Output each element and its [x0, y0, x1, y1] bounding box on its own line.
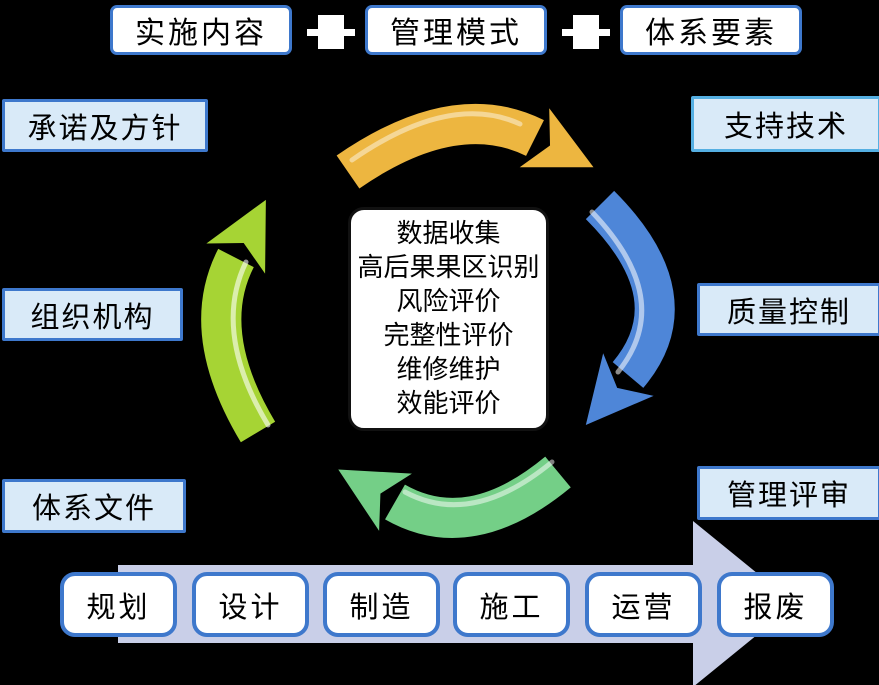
- stage-label: 规划: [86, 591, 151, 624]
- stage-manufacturing: 制造: [323, 572, 440, 637]
- stage-decommission: 报废: [717, 572, 834, 637]
- stage-label: 运营: [611, 591, 676, 624]
- formula-box-implementation: 实施内容: [110, 5, 292, 55]
- cycle-arrow-right: [585, 190, 675, 426]
- plus-icon-horizontal-bar: [307, 29, 355, 36]
- left-label-commitment-policy: 承诺及方针: [2, 99, 208, 152]
- side-label-text: 支持技术: [723, 111, 848, 143]
- left-label-organization: 组织机构: [2, 288, 183, 341]
- center-line: 高后果果区识别: [357, 253, 540, 282]
- side-label-text: 管理评审: [726, 480, 851, 512]
- stage-design: 设计: [192, 572, 309, 637]
- cycle-arrow-top: [336, 104, 594, 189]
- stage-planning: 规划: [60, 572, 177, 637]
- formula-box-label: 体系要素: [645, 17, 777, 50]
- center-line: 数据收集: [396, 219, 501, 248]
- side-label-text: 质量控制: [726, 296, 851, 329]
- formula-box-label: 管理模式: [390, 17, 522, 50]
- right-label-management-review: 管理评审: [697, 466, 879, 520]
- stage-label: 设计: [218, 591, 283, 624]
- center-line: 完整性评价: [383, 321, 514, 350]
- stage-construction: 施工: [453, 572, 570, 637]
- stage-label: 施工: [479, 591, 544, 624]
- center-line: 风险评价: [396, 287, 501, 316]
- center-process-box: 数据收集 高后果果区识别 风险评价 完整性评价 维修维护 效能评价: [348, 207, 549, 431]
- center-line: 维修维护: [396, 355, 501, 384]
- plus-icon-horizontal-bar: [562, 29, 610, 36]
- left-label-system-documents: 体系文件: [2, 479, 186, 533]
- cycle-arrow-left: [201, 199, 276, 443]
- side-label-text: 承诺及方针: [27, 112, 183, 145]
- formula-box-management-mode: 管理模式: [365, 5, 547, 55]
- stage-label: 报废: [743, 591, 808, 624]
- right-label-quality-control: 质量控制: [697, 283, 879, 336]
- cycle-arrow-bottom: [338, 456, 571, 538]
- right-label-support-technology: 支持技术: [691, 96, 879, 152]
- side-label-text: 体系文件: [31, 493, 156, 525]
- center-line: 效能评价: [396, 389, 501, 418]
- formula-box-label: 实施内容: [135, 17, 267, 50]
- side-label-text: 组织机构: [30, 301, 155, 334]
- stage-label: 制造: [349, 591, 414, 624]
- plus-icon: [307, 13, 355, 51]
- stage-operation: 运营: [585, 572, 702, 637]
- plus-icon: [562, 13, 610, 51]
- formula-box-system-elements: 体系要素: [620, 5, 802, 55]
